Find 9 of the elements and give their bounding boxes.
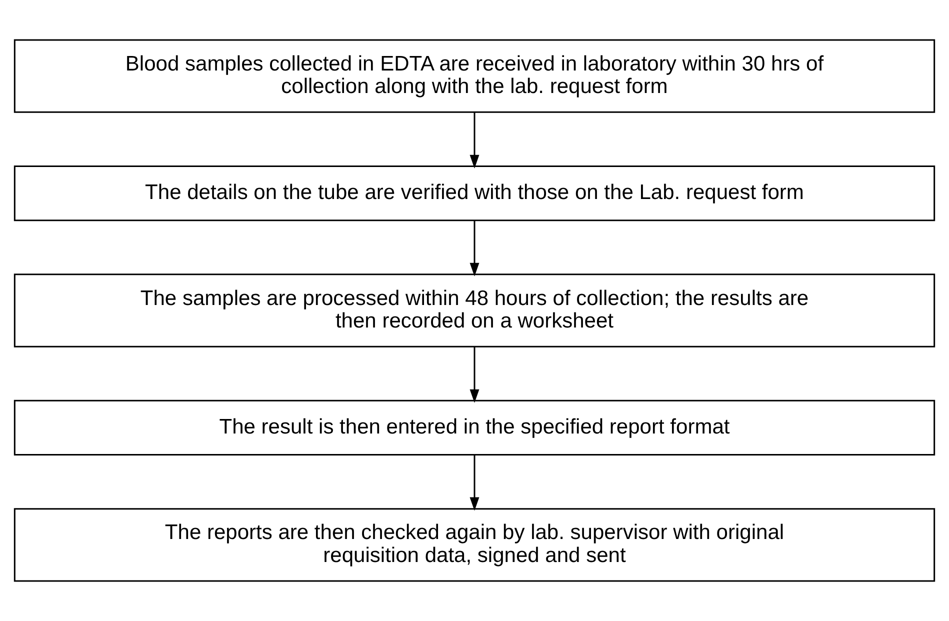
node-box: The reports are then checked again by lab. supervisor with original requisition data, signed and sent	[14, 508, 936, 582]
arrow	[470, 112, 480, 168]
node-box: The samples are processed within 48 hours of collection; the results are then recorded on a worksheet	[14, 274, 936, 348]
arrow	[470, 455, 480, 511]
node-box: Blood samples collected in EDTA are received in laboratory within 30 hrs of collection along with the lab. request form	[14, 39, 936, 113]
arrow	[470, 346, 480, 403]
arrow	[470, 220, 480, 276]
node-box: The details on the tube are verified with those on the Lab. request form	[14, 165, 936, 222]
node-box: The result is then entered in the specified report format	[14, 400, 936, 456]
